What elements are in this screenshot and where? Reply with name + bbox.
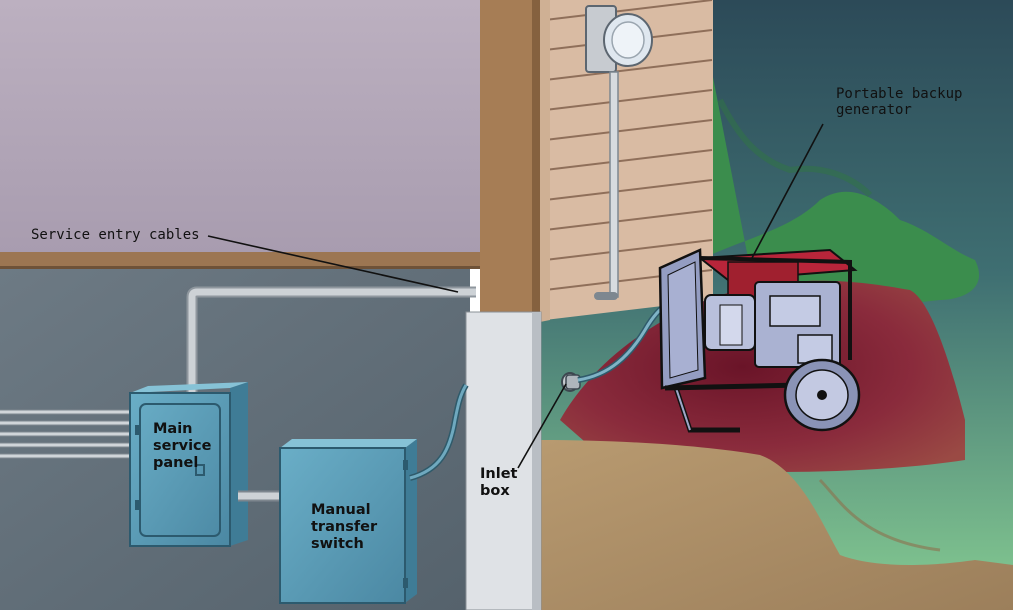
floor-band bbox=[0, 252, 480, 269]
tree bbox=[640, 10, 980, 320]
label-inlet-box: Inlet box bbox=[480, 466, 518, 499]
wood-post bbox=[480, 0, 540, 320]
branch-cables bbox=[0, 409, 136, 459]
foundation bbox=[465, 311, 542, 610]
leader-inlet bbox=[517, 383, 567, 469]
leader-generator bbox=[751, 123, 824, 259]
soil bbox=[540, 440, 1013, 610]
siding bbox=[540, 0, 713, 322]
generator bbox=[658, 248, 861, 433]
label-portable-backup-generator: Portable backup generator bbox=[836, 86, 963, 118]
electric-meter bbox=[585, 5, 653, 300]
label-service-entry-cables: Service entry cables bbox=[31, 227, 200, 243]
label-manual-transfer-switch: Manual transfer switch bbox=[311, 502, 378, 552]
manual-transfer-switch bbox=[279, 439, 417, 604]
label-main-service-panel: Main service panel bbox=[153, 421, 212, 471]
inlet-box bbox=[561, 372, 581, 392]
main-service-panel bbox=[129, 382, 248, 547]
interior-wall bbox=[0, 0, 480, 255]
leader-service-entry bbox=[207, 235, 459, 293]
